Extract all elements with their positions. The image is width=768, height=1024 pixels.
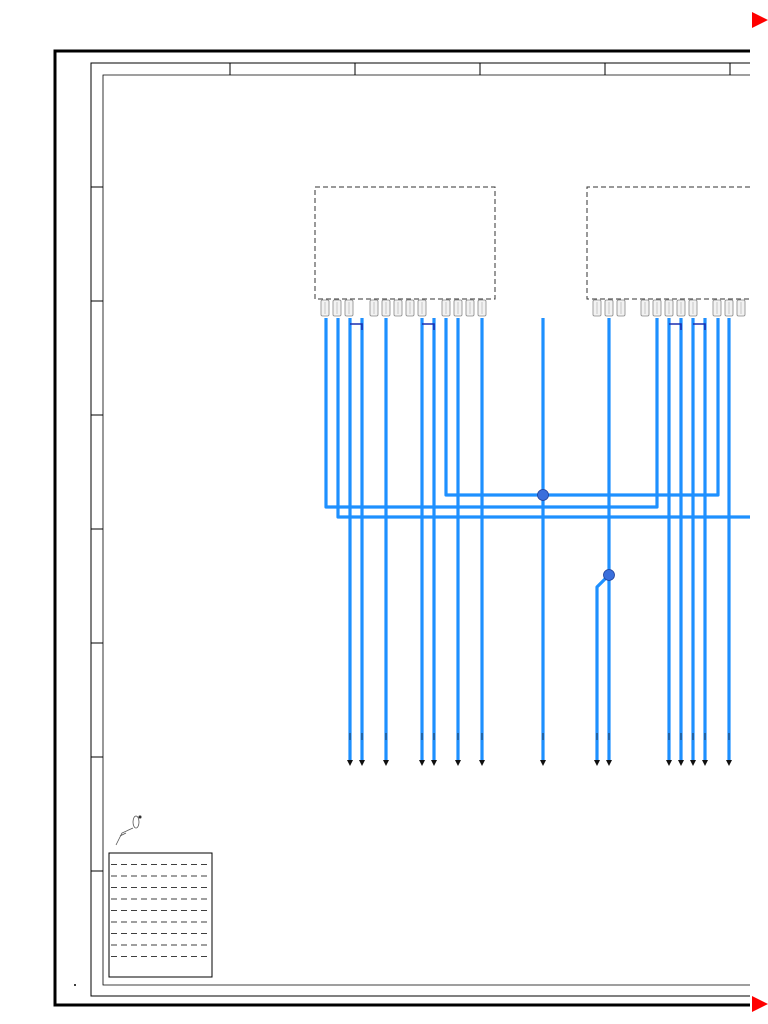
arrow-down-icon bbox=[383, 760, 389, 766]
next-page-bottom-icon[interactable] bbox=[752, 996, 768, 1012]
arrow-down-icon bbox=[594, 760, 600, 766]
sheet-inner-frame-2 bbox=[102, 74, 750, 986]
control-unit-box-1 bbox=[314, 186, 496, 300]
sheet-outer-border bbox=[53, 49, 750, 1007]
arrow-down-icon bbox=[678, 760, 684, 766]
arrow-down-icon bbox=[726, 760, 732, 766]
wire-jumper bbox=[693, 323, 706, 330]
wire-splice-branch bbox=[595, 573, 611, 760]
legend-table bbox=[108, 852, 213, 978]
page-mark-dot bbox=[74, 984, 76, 986]
wire-jumper bbox=[350, 323, 363, 330]
splice-point-2 bbox=[603, 569, 615, 581]
ground-terminals bbox=[347, 733, 732, 766]
wire-jumper bbox=[422, 323, 435, 330]
top-zone-ticks bbox=[229, 63, 731, 75]
splice-point-1 bbox=[537, 489, 549, 501]
wire-bus-lower bbox=[336, 318, 750, 519]
lamp-symbol-icon bbox=[115, 815, 142, 846]
wire-jumper bbox=[669, 323, 682, 330]
next-page-icon[interactable] bbox=[752, 12, 768, 28]
left-zone-ticks bbox=[91, 186, 103, 872]
wire-harness bbox=[324, 318, 750, 760]
arrow-down-icon bbox=[359, 760, 365, 766]
wire-bus-upper bbox=[324, 318, 659, 509]
arrow-down-icon bbox=[419, 760, 425, 766]
connector-pins bbox=[320, 299, 746, 317]
arrow-down-icon bbox=[540, 760, 546, 766]
arrow-down-icon bbox=[431, 760, 437, 766]
arrow-down-icon bbox=[606, 760, 612, 766]
arrow-down-icon bbox=[690, 760, 696, 766]
arrow-down-icon bbox=[455, 760, 461, 766]
arrow-down-icon bbox=[702, 760, 708, 766]
arrow-down-icon bbox=[479, 760, 485, 766]
arrow-down-icon bbox=[666, 760, 672, 766]
arrow-down-icon bbox=[347, 760, 353, 766]
control-unit-box-2 bbox=[586, 186, 750, 300]
wire-bus-splice bbox=[444, 318, 720, 497]
